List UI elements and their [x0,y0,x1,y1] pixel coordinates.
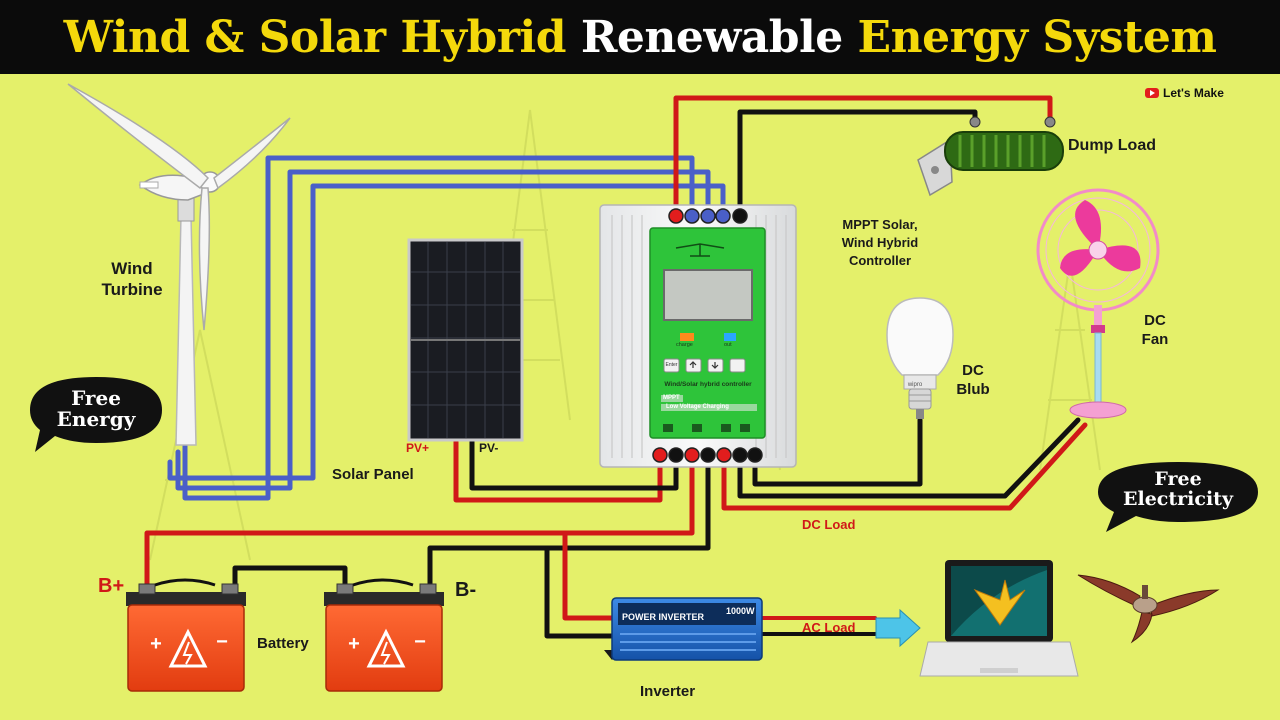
free-energy-line1: Free [71,386,121,410]
controller-label-line1: MPPT Solar, [842,217,918,232]
dc-fan [1036,188,1160,419]
controller-label-line3: Controller [848,253,912,269]
controller-label: MPPT Solar, Wind Hybrid Controller [820,216,940,271]
battery-left: + − [126,578,246,692]
svg-text:−: − [414,631,426,653]
controller-mppt-chip: MPPT [663,395,680,401]
inverter-rating: 1000W [726,606,755,616]
pv-minus-wire [469,437,679,491]
dc-bulb: wipro [886,297,954,419]
battery-series-wire [232,565,348,589]
controller-label-line2: Wind Hybrid [841,235,919,251]
youtube-play-icon [1145,88,1159,98]
title-part-energy-system: Energy System [857,11,1217,63]
wind-turbine-label-line1: Wind [111,259,153,278]
inverter-label: Inverter [640,683,696,700]
wind-turbine-label-line2: Turbine [101,280,163,300]
wiring-diagram: wipro + − [30,83,1258,692]
free-electricity-text: Free Electricity [1108,468,1248,510]
ceiling-fan [1077,574,1220,644]
hybrid-controller [599,204,797,468]
free-energy-text: Free Energy [40,388,152,430]
dc-fan-label-line2: Fan [1141,330,1169,348]
free-energy-bubble [30,377,162,452]
controller-indicator-out: out [724,342,732,348]
pv-plus-label: PV+ [406,441,430,455]
wind-wire-3 [167,183,726,481]
ac-load-arrow [875,608,921,648]
solar-panel [407,238,524,442]
dc-bulb-label-line2: Blub [956,380,990,398]
battery-label: Battery [257,635,309,652]
battery-minus-wire [427,452,711,589]
controller-indicator-charge: charge [676,342,693,348]
controller-panel-title: Wind/Solar hybrid controller [664,381,752,388]
dump-load-label: Dump Load [1068,137,1156,154]
title-part-renewable: Renewable [580,11,843,63]
wires [144,95,1088,639]
battery-minus-label: B- [455,579,477,601]
dump-load-resistor [917,116,1064,197]
dc-load-red-wire [721,422,1088,511]
battery-plus-label: B+ [98,575,125,597]
ac-load-label: AC Load [802,620,856,635]
controller-low-voltage-chip: Low Voltage Charging [666,404,729,410]
dc-fan-label: DC Fan [1130,312,1180,350]
free-electricity-line2: Electricity [1123,487,1233,510]
channel-badge: Let's Make [1145,86,1224,100]
svg-text:−: − [216,631,228,653]
pv-plus-wire [453,437,663,503]
svg-text:+: + [150,633,162,655]
dc-bulb-label: DC Blub [945,362,1001,400]
wind-turbine [67,83,291,446]
dc-load-black-wire-fan [737,417,1081,499]
inverter-brand-text: POWER INVERTER [622,612,705,622]
battery-right: + − [324,578,444,692]
power-inverter: POWER INVERTER 1000W [604,597,763,661]
free-electricity-line1: Free [1154,468,1202,490]
controller-bottom-terminals [652,447,763,463]
laptop [919,560,1079,677]
title-part-wind-solar-hybrid: Wind & Solar Hybrid [63,11,567,63]
dc-bulb-label-line1: DC [962,362,984,379]
wind-wire-2 [175,169,711,491]
free-electricity-bubble [1098,462,1258,532]
dc-load-label: DC Load [802,517,856,532]
controller-enter-button: Enter [665,362,678,368]
battery-plus-wire [144,452,695,589]
dump-load-red-wire [673,95,1053,218]
wind-turbine-label: Wind Turbine [84,258,180,301]
dc-load-black-wire-bulb [752,417,923,487]
pv-minus-label: PV- [479,441,499,455]
bulb-brand: wipro [907,382,923,388]
dc-fan-label-line1: DC [1144,312,1166,329]
controller-top-terminals [668,208,748,224]
title-bar: Wind & Solar Hybrid Renewable Energy Sys… [0,0,1280,74]
channel-name: Let's Make [1163,86,1224,100]
svg-text:+: + [348,633,360,655]
solar-panel-label: Solar Panel [332,466,414,483]
inverter-black-wire [544,545,618,639]
free-energy-line2: Energy [56,407,136,431]
inverter-red-wire [562,530,618,621]
